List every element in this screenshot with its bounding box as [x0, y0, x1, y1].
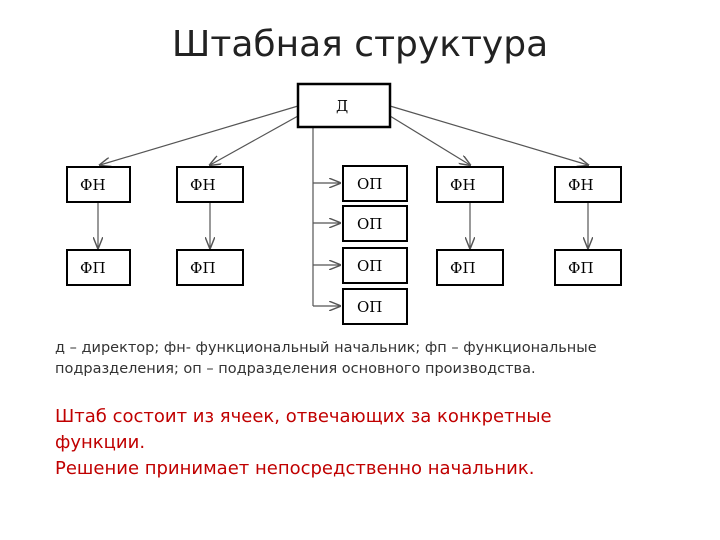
connector-d-fn1	[100, 105, 299, 165]
slide-title: Штабная структура	[171, 24, 549, 65]
svg-text:ФН: ФН	[190, 176, 216, 194]
note-line: Решение принимает непосредственно началь…	[55, 458, 535, 479]
node-director: Д	[296, 82, 392, 129]
legend-line: подразделения; оп – подразделения основн…	[55, 361, 536, 377]
connectors	[98, 105, 588, 306]
svg-text:Д: Д	[336, 97, 348, 115]
svg-text:ОП: ОП	[357, 215, 382, 233]
node-fp-2: ФП	[176, 249, 244, 286]
legend-text: д – директор; фн- функциональный начальн…	[55, 338, 655, 380]
node-op-4: ОП	[342, 288, 408, 325]
svg-text:ФП: ФП	[450, 259, 476, 277]
node-fp-3: ФП	[436, 249, 504, 286]
svg-text:ФП: ФП	[568, 259, 594, 277]
node-fn-1: ФН	[66, 166, 131, 203]
note-text: Штаб состоит из ячеек, отвечающих за кон…	[55, 404, 695, 482]
connector-d-fn2	[210, 115, 299, 165]
svg-text:ФН: ФН	[450, 176, 476, 194]
node-op-3: ОП	[342, 247, 408, 284]
node-fp-1: ФП	[66, 249, 131, 286]
node-fn-4: ФН	[554, 166, 622, 203]
connector-d-fn4	[389, 105, 588, 165]
node-op-2: ОП	[342, 205, 408, 242]
svg-text:ФН: ФН	[568, 176, 594, 194]
svg-text:ФП: ФП	[80, 259, 106, 277]
node-op-1: ОП	[342, 165, 408, 202]
svg-text:ОП: ОП	[357, 298, 382, 316]
note-line: Штаб состоит из ячеек, отвечающих за кон…	[55, 406, 552, 427]
note-line: функции.	[55, 432, 146, 453]
svg-text:ОП: ОП	[357, 175, 382, 193]
svg-text:ФН: ФН	[80, 176, 106, 194]
connector-d-fn3	[389, 115, 470, 165]
legend-line: д – директор; фн- функциональный начальн…	[55, 340, 597, 356]
node-fp-4: ФП	[554, 249, 622, 286]
svg-text:ОП: ОП	[357, 257, 382, 275]
node-fn-2: ФН	[176, 166, 244, 203]
node-fn-3: ФН	[436, 166, 504, 203]
svg-text:ФП: ФП	[190, 259, 216, 277]
